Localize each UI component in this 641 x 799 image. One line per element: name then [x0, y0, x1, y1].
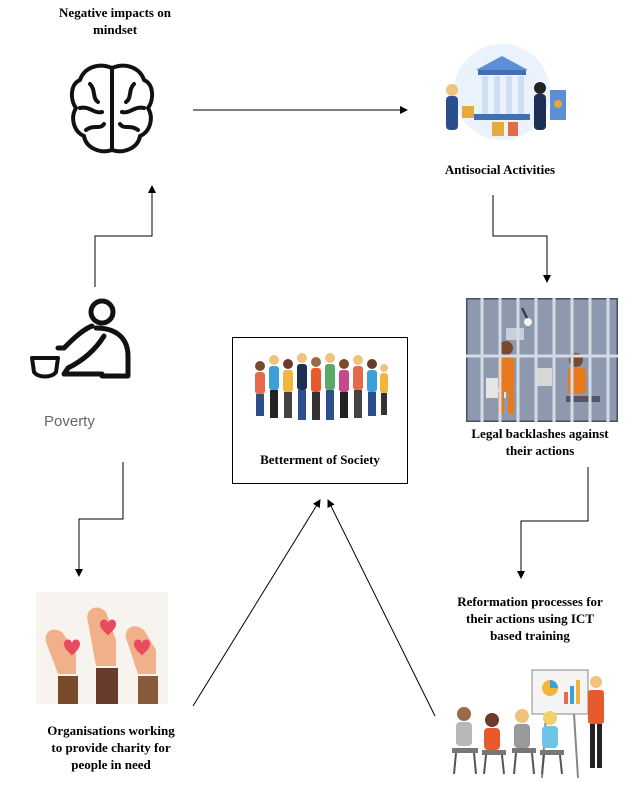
- helping-hands-icon: [36, 592, 168, 704]
- arrow-reformation-to-society: [327, 499, 436, 717]
- node-label-society: Betterment of Society: [260, 452, 380, 467]
- node-label-antisocial: Antisocial Activities: [444, 162, 556, 177]
- node-label-mindset: Negative impacts on mindset: [59, 5, 171, 37]
- arrow-charity-to-society: [192, 499, 321, 707]
- bank-robbery-icon: [446, 44, 566, 140]
- prison-cell-icon: [466, 298, 618, 422]
- arrow-poverty-to-charity: [75, 462, 124, 577]
- arrow-poverty-to-mindset: [94, 185, 156, 287]
- node-label-poverty: Poverty: [44, 413, 95, 430]
- brain-icon: [69, 63, 155, 154]
- arrow-legal-to-reformation: [517, 467, 589, 579]
- arrow-antisocial-to-legal: [492, 195, 551, 283]
- beggar-icon: [30, 298, 131, 379]
- node-label-reformation: Reformation processes for their actions …: [457, 594, 603, 643]
- node-label-legal: Legal backlashes against their actions: [471, 426, 609, 458]
- training-session-icon: [452, 669, 604, 779]
- crowd-icon: [255, 353, 388, 420]
- society-box: Betterment of Society: [232, 337, 408, 484]
- node-label-charity: Organisations working to provide charity…: [47, 723, 175, 772]
